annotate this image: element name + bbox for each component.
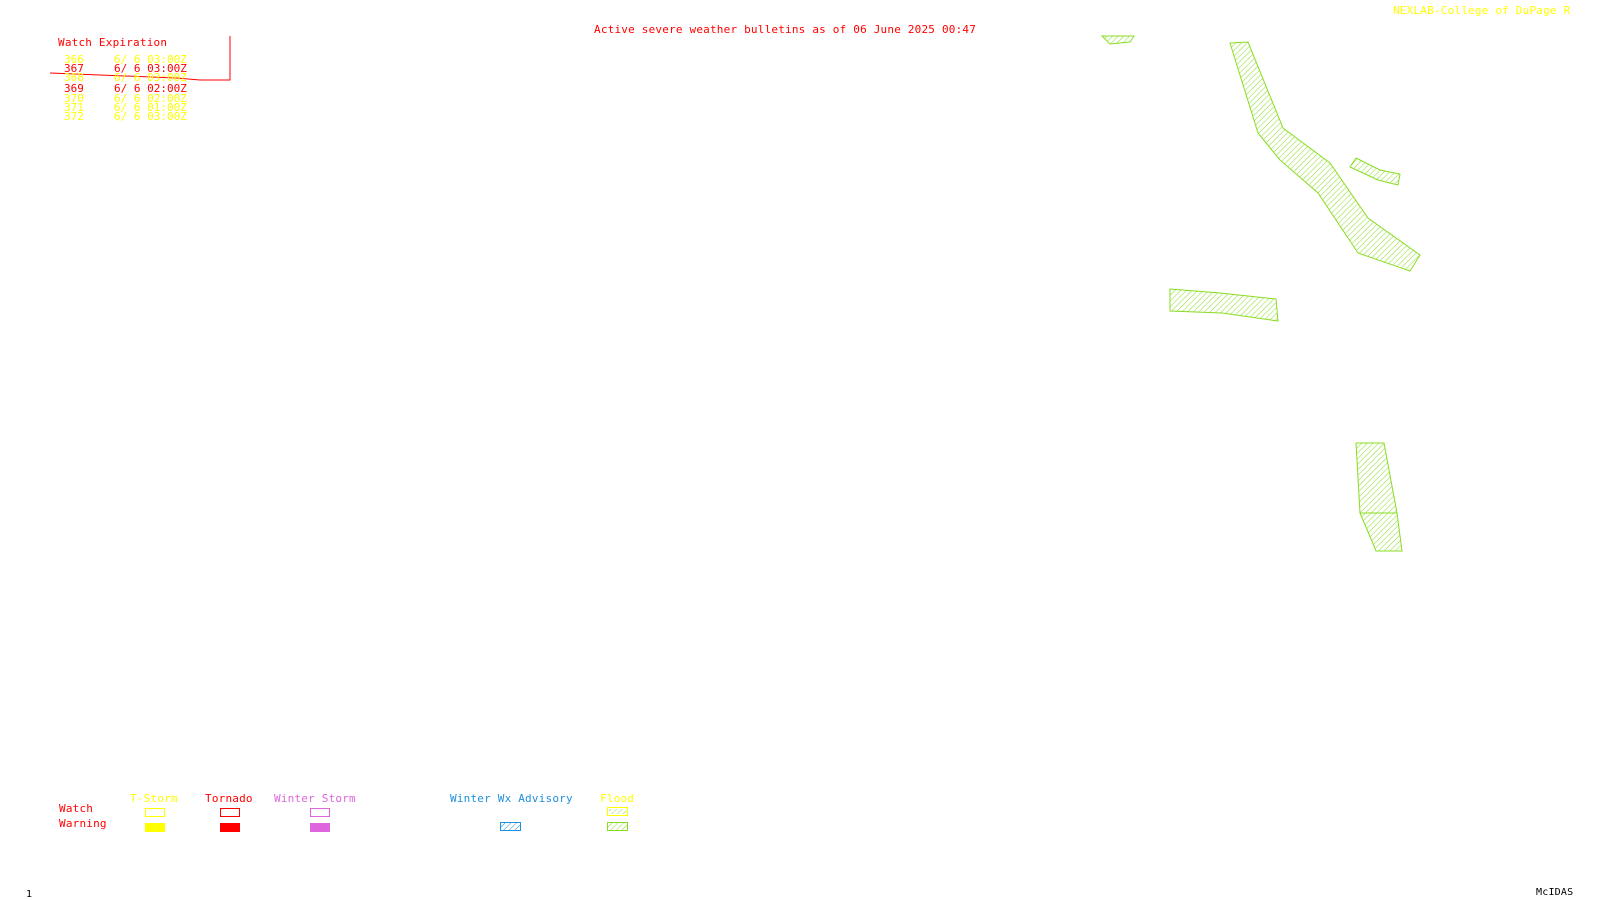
legend-tornado-watch-swatch (220, 808, 240, 817)
legend-winter-advisory-warning-swatch (500, 822, 521, 831)
flood-warning-polygon (1229, 41, 1421, 272)
legend-tornado-label: Tornado (205, 792, 253, 805)
flood-warning-polygon (1169, 288, 1279, 322)
watch-expires: 6/ 6 02:00Z (114, 92, 187, 105)
flood-warning-polygon (1349, 157, 1401, 186)
flood-warning-polygon (1355, 442, 1398, 514)
legend-winter-advisory-label: Winter Wx Advisory (450, 792, 573, 805)
watch-row: 372 6/ 6 03:00Z (64, 110, 204, 123)
watch-expires: 6/ 6 02:00Z (114, 82, 187, 95)
watch-row: 368 6/ 6 03:00Z (64, 71, 204, 84)
watch-id: 370 (64, 92, 84, 105)
watch-row: 370 6/ 6 02:00Z (64, 92, 204, 105)
watch-row: 367 6/ 6 03:00Z (64, 62, 204, 75)
flood-warning-polygon (1100, 35, 1135, 45)
legend-tstorm-warning-swatch (145, 823, 165, 832)
legend-flood-watch-swatch (607, 807, 628, 816)
watch-panel-frame (49, 36, 231, 81)
legend-row-warning: Warning (59, 817, 107, 830)
legend-row-watch: Watch (59, 802, 94, 815)
watch-expires: 6/ 6 03:00Z (114, 71, 187, 84)
watch-expires: 6/ 6 03:00Z (114, 53, 187, 66)
watch-expires: 6/ 6 03:00Z (114, 110, 187, 123)
watch-id: 371 (64, 101, 84, 114)
legend-winter-storm-watch-swatch (310, 808, 330, 817)
legend-flood-label: Flood (600, 792, 635, 805)
watch-id: 367 (64, 62, 84, 75)
legend-flood-warning-swatch (607, 822, 628, 831)
legend-tstorm-watch-swatch (145, 808, 165, 817)
frame-number: 1 (26, 889, 33, 900)
watch-id: 372 (64, 110, 84, 123)
watch-id: 369 (64, 82, 84, 95)
watch-expires: 6/ 6 01:00Z (114, 101, 187, 114)
watch-row: 371 6/ 6 01:00Z (64, 101, 204, 114)
watch-panel-heading: Watch Expiration (58, 36, 168, 49)
bulletin-title: Active severe weather bulletins as of 06… (594, 23, 977, 36)
watch-id: 368 (64, 71, 84, 84)
watch-row: 369 6/ 6 02:00Z (64, 82, 204, 95)
watch-row: 366 6/ 6 03:00Z (64, 53, 204, 66)
legend-winter-storm-label: Winter Storm (274, 792, 356, 805)
legend-tstorm-label: T-Storm (130, 792, 178, 805)
product-label: McIDAS (1536, 887, 1574, 898)
watch-expires: 6/ 6 03:00Z (114, 62, 187, 75)
legend-winter-storm-warning-swatch (310, 823, 330, 832)
credit-label: NEXLAB-College of DuPage R (1393, 4, 1571, 17)
watch-id: 366 (64, 53, 84, 66)
flood-warning-polygon (1359, 512, 1403, 552)
legend-tornado-warning-swatch (220, 823, 240, 832)
